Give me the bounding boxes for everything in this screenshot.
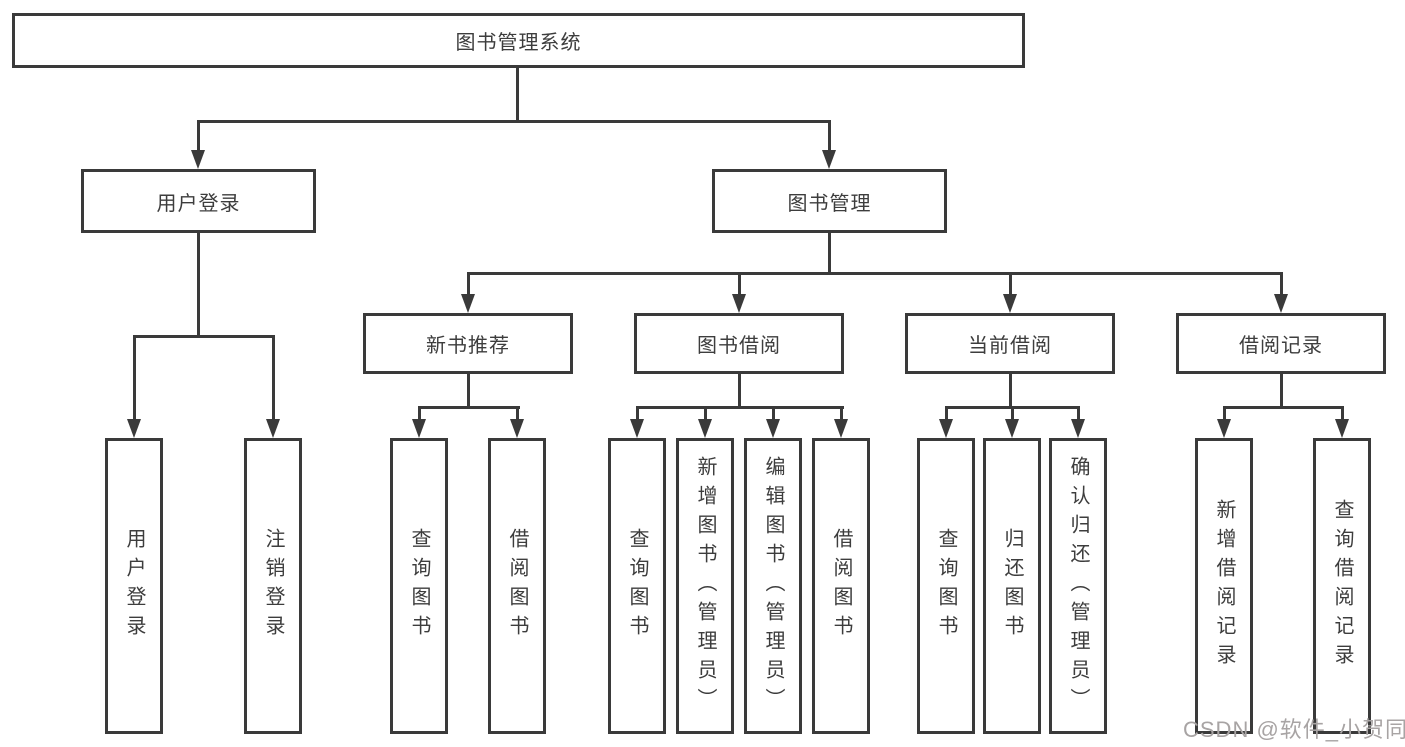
leaf-label: 确认归还（管理员）: [1067, 455, 1089, 717]
node-book-borrowing: 图书借阅: [634, 313, 844, 374]
node-current-borrowing: 当前借阅: [905, 313, 1115, 374]
connector-line: [1011, 406, 1014, 421]
connector-line: [467, 374, 470, 407]
leaf-borrow-books: 借阅图书: [812, 438, 870, 734]
connector-line: [772, 406, 775, 421]
connector-line: [197, 120, 200, 153]
arrow-down-icon: [127, 419, 141, 438]
connector-line: [1009, 272, 1012, 296]
leaf-label: 借阅图书: [506, 528, 528, 644]
leaf-label: 编辑图书（管理员）: [762, 455, 784, 717]
connector-line: [516, 68, 519, 121]
connector-line: [945, 406, 948, 421]
leaf-confirm-return-admin: 确认归还（管理员）: [1049, 438, 1107, 734]
connector-line: [516, 406, 519, 421]
arrow-down-icon: [266, 419, 280, 438]
arrow-down-icon: [630, 419, 644, 438]
connector-line: [1280, 272, 1283, 296]
arrow-down-icon: [1071, 419, 1085, 438]
arrow-down-icon: [412, 419, 426, 438]
leaf-add-book-admin: 新增图书（管理员）: [676, 438, 734, 734]
connector-line: [1341, 406, 1344, 421]
arrow-down-icon: [1335, 419, 1349, 438]
connector-line: [828, 233, 831, 273]
arrow-down-icon: [732, 294, 746, 313]
arrow-down-icon: [1003, 294, 1017, 313]
connector-line: [1009, 374, 1012, 407]
connector-line: [1223, 406, 1226, 421]
leaf-label: 查询图书: [408, 528, 430, 644]
connector-line: [197, 233, 200, 336]
leaf-logout: 注销登录: [244, 438, 302, 734]
leaf-return-books: 归还图书: [983, 438, 1041, 734]
leaf-edit-book-admin: 编辑图书（管理员）: [744, 438, 802, 734]
connector-line: [704, 406, 707, 421]
node-borrowing-records: 借阅记录: [1176, 313, 1386, 374]
leaf-label: 查询图书: [626, 528, 648, 644]
leaf-label: 用户登录: [123, 528, 145, 644]
leaf-borrow-books-recommend: 借阅图书: [488, 438, 546, 734]
connector-line: [636, 406, 844, 409]
connector-line: [418, 406, 421, 421]
arrow-down-icon: [834, 419, 848, 438]
arrow-down-icon: [510, 419, 524, 438]
leaf-label: 新增借阅记录: [1213, 499, 1235, 673]
connector-line: [1280, 374, 1283, 407]
connector-line: [272, 335, 275, 421]
arrow-down-icon: [939, 419, 953, 438]
connector-line: [1223, 406, 1344, 409]
arrow-down-icon: [1274, 294, 1288, 313]
leaf-label: 查询图书: [935, 528, 957, 644]
leaf-query-books-current: 查询图书: [917, 438, 975, 734]
arrow-down-icon: [822, 150, 836, 169]
leaf-query-borrow-record: 查询借阅记录: [1313, 438, 1371, 734]
leaf-label: 新增图书（管理员）: [694, 455, 716, 717]
connector-line: [133, 335, 275, 338]
leaf-label: 查询借阅记录: [1331, 499, 1353, 673]
connector-line: [197, 120, 831, 123]
leaf-query-books-recommend: 查询图书: [390, 438, 448, 734]
connector-line: [636, 406, 639, 421]
connector-line: [1077, 406, 1080, 421]
leaf-label: 归还图书: [1001, 528, 1023, 644]
connector-line: [738, 272, 741, 296]
leaf-add-borrow-record: 新增借阅记录: [1195, 438, 1253, 734]
arrow-down-icon: [191, 150, 205, 169]
node-new-book-recommendation: 新书推荐: [363, 313, 573, 374]
connector-line: [738, 374, 741, 407]
arrow-down-icon: [1217, 419, 1231, 438]
leaf-user-login: 用户登录: [105, 438, 163, 734]
csdn-watermark: CSDN @软件_小贺同学: [1183, 717, 1405, 742]
arrow-down-icon: [698, 419, 712, 438]
connector-line: [840, 406, 843, 421]
leaf-query-books-borrowing: 查询图书: [608, 438, 666, 734]
node-book-management: 图书管理: [712, 169, 947, 233]
node-book-management-system: 图书管理系统: [12, 13, 1025, 68]
connector-line: [418, 406, 520, 409]
connector-line: [467, 272, 1283, 275]
node-user-login: 用户登录: [81, 169, 316, 233]
connector-line: [467, 272, 470, 296]
arrow-down-icon: [461, 294, 475, 313]
connector-line: [828, 120, 831, 153]
connector-line: [133, 335, 136, 421]
arrow-down-icon: [766, 419, 780, 438]
leaf-label: 借阅图书: [830, 528, 852, 644]
arrow-down-icon: [1005, 419, 1019, 438]
leaf-label: 注销登录: [262, 528, 284, 644]
